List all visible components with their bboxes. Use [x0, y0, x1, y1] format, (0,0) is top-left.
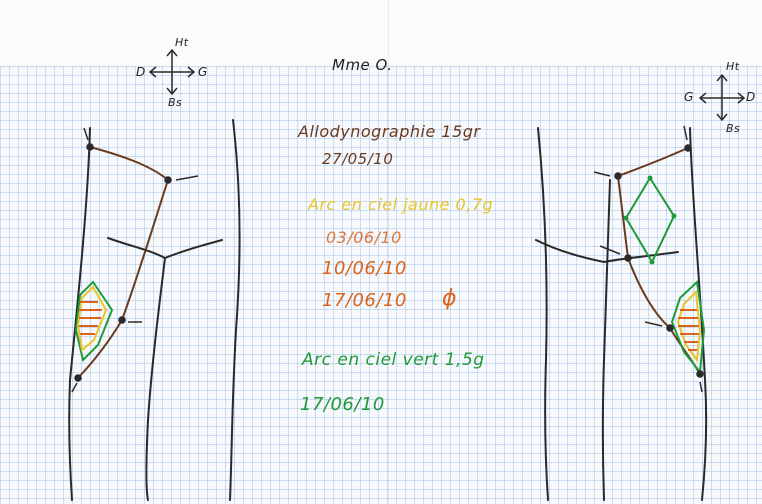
compass-right-bottom-label: Bs	[726, 122, 740, 135]
compass-right-top-label: Ht	[726, 60, 740, 73]
allodynography-date: 27/05/10	[322, 150, 393, 168]
patient-name: Mme O.	[332, 56, 393, 74]
yellow-rainbow-title: Arc en ciel jaune 0,7g	[308, 195, 493, 214]
right-figure-diamond-area	[626, 178, 674, 262]
compass-left-bottom-label: Bs	[168, 96, 182, 109]
yellow-date-2: 10/06/10	[322, 258, 407, 279]
right-figure-nerve-path	[618, 148, 700, 374]
green-rainbow-title: Arc en ciel vert 1,5g	[302, 350, 485, 370]
compass-left-top-label: Ht	[175, 36, 189, 49]
left-compass	[150, 50, 194, 94]
yellow-date-1: 03/06/10	[326, 228, 402, 247]
compass-right-left-label: G	[684, 90, 694, 104]
green-date: 17/06/10	[300, 394, 385, 415]
right-compass	[700, 75, 744, 120]
absent-symbol: ϕ	[442, 286, 457, 311]
compass-left-left-label: D	[136, 65, 146, 79]
yellow-date-3: 17/06/10	[322, 290, 407, 311]
allodynography-title: Allodynographie 15gr	[298, 122, 480, 141]
compass-left-right-label: G	[198, 65, 208, 79]
compass-right-right-label: D	[746, 90, 756, 104]
right-figure-sensitive-area	[672, 282, 704, 372]
left-figure-sensitive-area	[76, 282, 112, 360]
